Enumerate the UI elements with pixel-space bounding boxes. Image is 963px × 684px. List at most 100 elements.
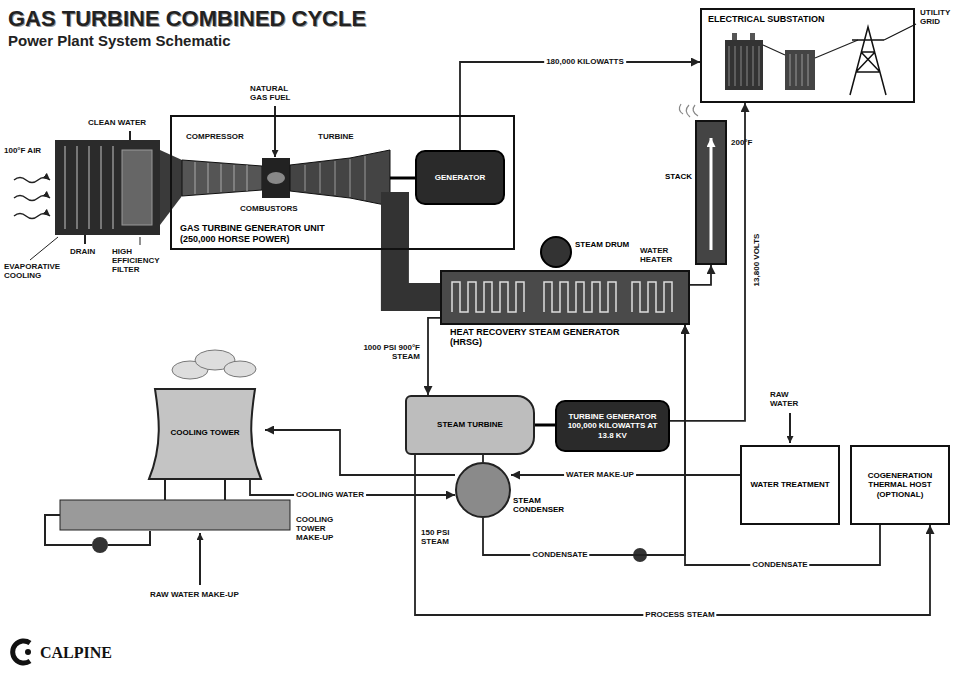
subtitle: Power Plant System Schematic <box>8 32 231 49</box>
turbine-blades <box>305 156 365 200</box>
cooling-tower: COOLING TOWER <box>145 385 265 480</box>
flow-label: COOLING WATER <box>294 490 366 499</box>
hrsg-coil <box>452 282 524 312</box>
insulator <box>732 33 737 40</box>
node-text: STEAM CONDENSER <box>513 496 588 514</box>
leader-line <box>140 237 141 245</box>
flow-label: 13,800 VOLTS <box>752 232 761 289</box>
stack-plume <box>679 104 698 117</box>
air-label: 100°F AIR <box>4 146 44 155</box>
flow-label: CONDENSATE <box>530 550 589 559</box>
hrsg-box: HEAT RECOVERY STEAM GENERATOR (HRSG) <box>440 270 690 325</box>
node-text: STEAM TURBINE <box>437 420 503 429</box>
part-label: HIGH EFFICIENCY FILTER <box>112 247 174 275</box>
leader-line <box>30 237 58 260</box>
diagram-title: GAS TURBINE COMBINED CYCLE <box>8 6 366 32</box>
node-text: GENERATOR <box>435 173 485 182</box>
connector <box>460 62 700 150</box>
fuel-arrow <box>274 106 276 157</box>
evaporative-slats <box>65 146 113 229</box>
filter-panel <box>122 150 152 225</box>
flow-label: PROCESS STEAM <box>643 610 716 619</box>
insulator <box>750 33 755 40</box>
compressor-rotor <box>182 160 262 196</box>
process-box: COGENERATION THERMAL HOST (OPTIONAL) <box>850 445 950 525</box>
substation-box: ELECTRICAL SUBSTATION <box>700 8 915 103</box>
flow-label: RAW WATER <box>770 390 815 408</box>
exhaust-duct <box>395 250 440 297</box>
compressor-blades <box>195 162 247 194</box>
node-text: COOLING TOWER <box>170 428 239 437</box>
steam-turbine: STEAM TURBINE <box>405 395 535 455</box>
steam-drum: STEAM DRUM <box>540 236 572 268</box>
part-label: COMBUSTORS <box>240 204 298 213</box>
flow-label: 180,000 KILOWATTS <box>544 57 626 66</box>
part-label: TURBINE <box>318 132 354 141</box>
flow-label: RAW WATER MAKE-UP <box>150 590 239 599</box>
air-arrow <box>14 178 50 183</box>
generator-box: TURBINE GENERATOR 100,000 KILOWATTS AT 1… <box>555 400 670 452</box>
process-box: WATER TREATMENT <box>740 445 840 525</box>
air-inlet-house <box>55 140 160 235</box>
bus-wire <box>763 40 858 58</box>
flow-label: CONDENSATE <box>750 560 809 569</box>
transmission-line <box>884 24 916 40</box>
node-text: STEAM DRUM <box>575 240 629 249</box>
node-text: STACK <box>665 172 692 181</box>
connector <box>670 103 745 421</box>
hrsg-body <box>440 270 690 325</box>
part-label: CLEAN WATER <box>88 118 146 127</box>
connector <box>428 318 440 395</box>
tower-basin <box>60 500 290 530</box>
part-label: EVAPORATIVE COOLING <box>4 262 74 280</box>
water-pipe <box>129 131 131 140</box>
stack-body <box>695 120 727 265</box>
transformer-fins <box>790 54 808 86</box>
part-label: WATER HEATER <box>640 246 688 264</box>
flue-arrow <box>710 138 713 250</box>
connector <box>482 455 484 462</box>
fuel-label: NATURAL GAS FUEL <box>250 84 305 102</box>
makeup-arrow <box>199 533 201 585</box>
tower-shell <box>149 389 261 479</box>
generator-box: GENERATOR <box>415 150 505 205</box>
vapour-plume <box>224 361 256 377</box>
stack: STACK <box>695 120 727 265</box>
hrsg-coil <box>632 282 672 312</box>
node-text: WATER TREATMENT <box>750 480 829 489</box>
pump-symbol <box>92 537 108 553</box>
shaft <box>535 424 555 427</box>
transformer <box>785 50 815 90</box>
company-logo: CALPINE <box>40 644 112 662</box>
logo-mark <box>13 641 30 663</box>
drain-pipe <box>84 235 86 244</box>
raw-water-arrow <box>789 413 791 443</box>
flow-label: 1000 PSI 900°F STEAM <box>338 343 422 361</box>
temperature-label: 200°F <box>731 138 752 147</box>
part-label: UTILITY GRID <box>920 8 960 26</box>
air-arrow <box>14 214 50 219</box>
air-arrow <box>14 196 50 201</box>
exhaust-duct <box>381 192 409 250</box>
hrsg-coil <box>544 282 616 312</box>
node-text: ELECTRICAL SUBSTATION <box>708 14 825 24</box>
transformer <box>725 40 763 90</box>
logo-dot <box>25 649 31 655</box>
steam-condenser: STEAM CONDENSER <box>455 462 511 518</box>
combustor-flame <box>267 172 285 184</box>
flow-label: WATER MAKE-UP <box>564 470 636 479</box>
part-label: COMPRESSOR <box>186 132 244 141</box>
node-text: TURBINE GENERATOR 100,000 KILOWATTS AT 1… <box>561 412 664 440</box>
transformer-fins <box>729 46 759 86</box>
connector <box>690 265 711 285</box>
flow-label: 150 PSI STEAM <box>421 528 457 546</box>
node-text: COGENERATION THERMAL HOST (OPTIONAL) <box>856 471 944 499</box>
node-text: HEAT RECOVERY STEAM GENERATOR (HRSG) <box>450 327 620 348</box>
combustor <box>262 158 290 198</box>
flow-label: COOLING TOWER MAKE-UP <box>296 515 352 543</box>
part-label: DRAIN <box>70 247 95 256</box>
tower-leg <box>165 480 225 500</box>
shaft <box>390 177 415 180</box>
transmission-tower <box>850 27 886 95</box>
